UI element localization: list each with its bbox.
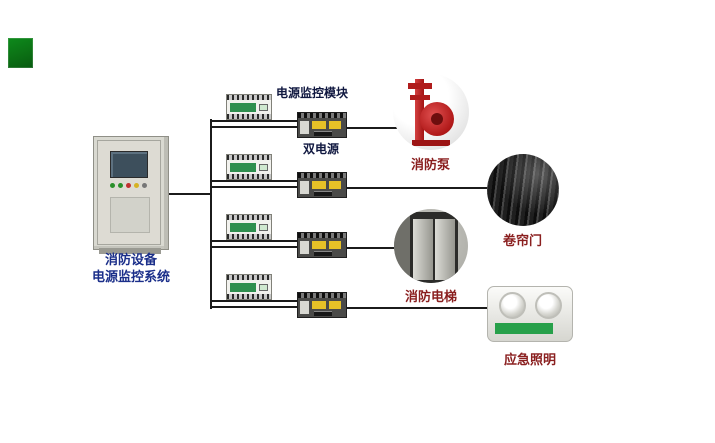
ats-terminals xyxy=(298,233,346,238)
cabinet-button-yellow xyxy=(134,183,139,188)
ats-yellow-cover xyxy=(312,181,326,189)
ats-handle xyxy=(314,131,332,136)
cabinet-button-green xyxy=(118,183,123,188)
ats-yellow-cover xyxy=(312,241,326,249)
power-monitor-module-3 xyxy=(226,214,272,240)
wire-bus-2a xyxy=(210,180,298,182)
module-terminals-top xyxy=(227,95,271,100)
wire-bus-1b xyxy=(210,126,298,128)
monitoring-cabinet xyxy=(93,136,169,250)
dual-power-switch-1 xyxy=(297,112,347,138)
ats-label-plate xyxy=(300,121,309,134)
fire-elevator-photo xyxy=(394,209,468,283)
power-monitor-module-2 xyxy=(226,154,272,180)
dual-power-switch-2 xyxy=(297,172,347,198)
wire-bus-3a xyxy=(210,240,298,242)
ats-yellow-cover xyxy=(329,241,341,249)
elevator-door-right xyxy=(435,219,455,280)
cabinet-base xyxy=(99,248,161,254)
brand-logo xyxy=(8,38,33,68)
elevator-door-left xyxy=(413,219,433,280)
ats-terminals xyxy=(298,293,346,298)
emergency-lamp-left xyxy=(499,292,526,319)
pump-flange xyxy=(408,83,432,89)
pump-base xyxy=(412,140,450,146)
emergency-lamp-right xyxy=(535,292,562,319)
module-terminals-top xyxy=(227,155,271,160)
ats-terminals xyxy=(298,113,346,118)
cabinet-lower-panel xyxy=(110,197,150,233)
module-display xyxy=(259,104,268,111)
label-emergency-lighting: 应急照明 xyxy=(504,352,557,367)
module-display xyxy=(259,224,268,231)
wire-trunk xyxy=(210,119,212,309)
ats-label-plate xyxy=(300,241,309,254)
cabinet-button-gray xyxy=(142,183,147,188)
module-terminals-bottom xyxy=(227,114,271,119)
ats-label-plate xyxy=(300,301,309,314)
fire-pump-photo xyxy=(393,74,469,150)
module-green-band xyxy=(230,163,256,172)
elevator-frame xyxy=(410,212,458,283)
ats-yellow-cover xyxy=(312,121,326,129)
ats-yellow-cover xyxy=(329,121,341,129)
cabinet-button-red xyxy=(126,183,131,188)
ats-terminals xyxy=(298,173,346,178)
module-terminals-bottom xyxy=(227,234,271,239)
label-dual-power: 双电源 xyxy=(303,142,340,156)
cabinet-buttons xyxy=(110,183,150,189)
module-terminals-bottom xyxy=(227,294,271,299)
ats-label-plate xyxy=(300,181,309,194)
module-terminals-bottom xyxy=(227,174,271,179)
module-green-band xyxy=(230,223,256,232)
ats-yellow-cover xyxy=(329,301,341,309)
cabinet-door xyxy=(97,140,161,245)
roller-shutter-photo xyxy=(487,154,559,226)
wire-to-roller-door xyxy=(347,187,489,189)
pump-hub xyxy=(431,113,443,125)
label-power-monitor-module: 电源监控模块 xyxy=(276,86,349,100)
module-green-band xyxy=(230,103,256,112)
module-green-band xyxy=(230,283,256,292)
power-monitor-module-4 xyxy=(226,274,272,300)
ats-yellow-cover xyxy=(312,301,326,309)
ats-handle xyxy=(314,191,332,196)
ats-handle xyxy=(314,311,332,316)
wire-to-emergency-light xyxy=(347,307,488,309)
module-terminals-top xyxy=(227,275,271,280)
wire-to-fire-pump xyxy=(347,127,400,129)
elevator-wall xyxy=(394,209,410,283)
dual-power-switch-3 xyxy=(297,232,347,258)
ats-yellow-cover xyxy=(329,181,341,189)
wire-bus-3b xyxy=(210,246,298,248)
wire-bus-2b xyxy=(210,186,298,188)
power-monitor-module-1 xyxy=(226,94,272,120)
wire-bus-1a xyxy=(210,120,298,122)
pump-pipe xyxy=(415,79,424,141)
label-roller-door: 卷帘门 xyxy=(503,233,543,248)
system-title-line1: 消防设备 xyxy=(104,252,157,267)
dual-power-switch-4 xyxy=(297,292,347,318)
system-title-line2: 电源监控系统 xyxy=(91,269,170,284)
wire-bus-4a xyxy=(210,300,298,302)
wire-bus-4b xyxy=(210,306,298,308)
system-title: 消防设备 电源监控系统 xyxy=(46,251,216,285)
label-fire-elevator: 消防电梯 xyxy=(405,289,458,304)
label-fire-pump: 消防泵 xyxy=(411,157,451,172)
module-display xyxy=(259,284,268,291)
emergency-light-photo xyxy=(487,286,573,342)
cabinet-screen xyxy=(110,151,148,178)
module-display xyxy=(259,164,268,171)
wire-to-fire-elevator xyxy=(347,247,397,249)
cabinet-button-green xyxy=(110,183,115,188)
module-terminals-top xyxy=(227,215,271,220)
pump-flange xyxy=(410,95,430,100)
ats-handle xyxy=(314,251,332,256)
emergency-light-green-label xyxy=(495,323,553,334)
wire-cabinet-to-trunk xyxy=(168,193,210,195)
